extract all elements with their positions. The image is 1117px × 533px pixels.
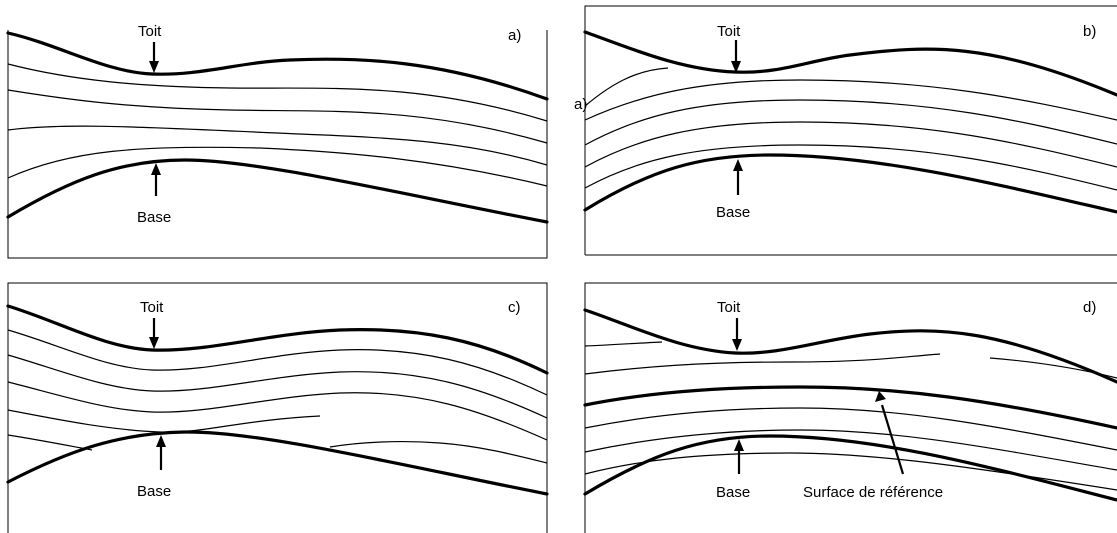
layer-line [584, 79, 1117, 121]
top-label: Toit [717, 299, 741, 316]
layer-line [7, 63, 548, 122]
layer-line [989, 357, 1117, 379]
panel-label: c) [508, 299, 521, 316]
panel-frame [7, 282, 548, 533]
base-arrow-head [156, 435, 166, 447]
layer-line [7, 354, 548, 419]
base-label: Base [716, 204, 750, 221]
panel-label: d) [1083, 299, 1096, 316]
base-label: Base [137, 483, 171, 500]
top-arrow-head [732, 339, 742, 351]
base-arrow-head [734, 439, 744, 451]
layer-line [7, 146, 548, 187]
layer-line [584, 353, 941, 375]
top-arrow-head [731, 61, 741, 73]
top-surface [6, 304, 549, 375]
layer-line [584, 429, 1117, 471]
bottom-surface [6, 158, 549, 224]
top-surface [583, 308, 1117, 384]
layer-line [329, 441, 548, 464]
panel-c: Toit Base c) [6, 282, 549, 533]
bottom-surface [583, 153, 1117, 214]
reference-arrow-head [875, 391, 886, 402]
panel-a: Toit Base a) [6, 23, 549, 259]
top-label: Toit [717, 23, 741, 40]
panel-d: Toit Base Surface de référence d) [583, 282, 1117, 533]
top-arrow-head [149, 61, 159, 73]
top-surface [6, 31, 549, 101]
layer-line [584, 99, 1117, 146]
layer-line [7, 89, 548, 144]
layer-line [7, 409, 321, 433]
layer-line [7, 329, 548, 396]
layer-line [7, 434, 93, 451]
reference-surface [583, 385, 1117, 430]
panel-label: a) [508, 27, 521, 44]
base-arrow-head [151, 163, 161, 175]
layer-line [584, 407, 1117, 451]
layer-line [584, 341, 663, 347]
top-label: Toit [138, 23, 162, 40]
panel-b: Toit Base b) a) [574, 5, 1117, 256]
base-label: Base [716, 484, 750, 501]
stray-label: a) [574, 96, 587, 113]
layer-line [584, 121, 1117, 168]
top-arrow-head [149, 337, 159, 349]
layer-line [7, 125, 548, 166]
layer-line [584, 144, 1117, 191]
panel-label: b) [1083, 23, 1096, 40]
reference-arrow-shaft [880, 404, 905, 475]
base-label: Base [137, 209, 171, 226]
reference-label: Surface de référence [803, 484, 943, 501]
base-arrow-head [733, 159, 743, 171]
top-surface [583, 30, 1117, 97]
bottom-surface [583, 434, 1117, 502]
layer-line [584, 67, 669, 107]
panel-frame [584, 282, 1117, 533]
bottom-surface [6, 430, 549, 496]
panel-frame [7, 30, 548, 259]
top-label: Toit [140, 299, 164, 316]
layer-line [7, 381, 548, 441]
panel-frame [584, 5, 1117, 256]
